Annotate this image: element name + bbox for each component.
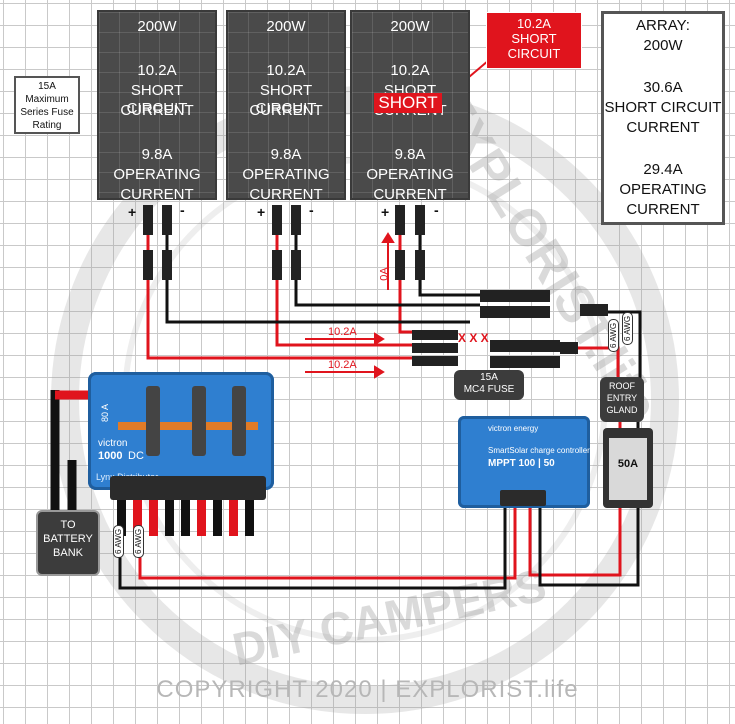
panel-op-label: OPERATING xyxy=(242,166,330,183)
panel-sc-label: SHORT CIRCUIT xyxy=(126,82,188,117)
controller-battery-negative xyxy=(118,508,507,590)
panel-op-label: CURRENT xyxy=(120,186,194,203)
panel-sc-label: CURRENT xyxy=(249,102,323,119)
panel-wattage: 200W xyxy=(390,18,430,35)
short-circuit-callout: 10.2A SHORT CIRCUIT xyxy=(486,12,582,69)
distributor-rating: 1000 xyxy=(98,450,123,462)
panel-op-label: OPERATING xyxy=(366,166,454,183)
panel2-negative-wire xyxy=(294,210,480,307)
panel-op-label: OPERATING xyxy=(113,166,201,183)
panel-op-label: CURRENT xyxy=(373,186,447,203)
note-line: Series Fuse xyxy=(20,107,74,118)
fuse-holder xyxy=(232,386,246,456)
note-line: Rating xyxy=(32,120,62,131)
wire-size-battery-negative: 6 AWG xyxy=(113,524,124,558)
panel-op-value: 9.8A xyxy=(394,146,426,163)
controller-line: SmartSolar charge controller xyxy=(488,446,590,455)
wire-size-pv-positive: 6 AWG xyxy=(608,318,619,352)
array-sc-value: 30.6A xyxy=(643,79,683,96)
mc4-fuse-name: MC4 FUSE xyxy=(463,384,515,395)
controller-battery-positive xyxy=(138,508,517,580)
panel-sc-value: 10.2A xyxy=(390,62,430,79)
solar-panel-1: 200W 10.2A SHORT CIRCUIT CURRENT 9.8A OP… xyxy=(97,10,217,203)
fuse-rating-note: 15A Maximum Series Fuse Rating xyxy=(14,76,80,134)
gland-line: GLAND xyxy=(606,405,638,415)
wire-size-battery-positive: 6 AWG xyxy=(133,524,144,558)
panel-sc-value: 10.2A xyxy=(266,62,306,79)
lynx-distributor: victron 1000 DC 80 A Lynx Distributor xyxy=(88,372,274,490)
flow-label-upper: 10.2A xyxy=(328,326,357,338)
panel-wattage: 200W xyxy=(266,18,306,35)
distributor-fuse: 80 A xyxy=(100,403,111,423)
panel3-negative-wire xyxy=(418,210,500,297)
array-op-label: CURRENT xyxy=(626,201,700,218)
array-sc-label: CURRENT xyxy=(626,119,700,136)
distributor-rail xyxy=(118,422,258,430)
panel2-minus: - xyxy=(309,202,314,218)
distributor-unit: DC xyxy=(128,450,144,462)
battery-line: TO xyxy=(60,519,76,531)
breaker-rating: 50A xyxy=(617,458,639,470)
panel1-plus: + xyxy=(128,204,137,220)
mc4-fuse-rating: 15A xyxy=(480,372,498,383)
panel-wattage: 200W xyxy=(137,18,177,35)
panel-sc-value: 10.2A xyxy=(137,62,177,79)
flow-label-lower: 10.2A xyxy=(328,359,357,371)
note-line: Maximum xyxy=(25,94,69,105)
array-watts: 200W xyxy=(643,37,683,54)
copyright-footer: COPYRIGHT 2020 | EXPLORIST.life xyxy=(156,676,579,703)
battery-bank-box: TO BATTERY BANK xyxy=(36,510,100,576)
gland-line: ROOF xyxy=(609,381,635,391)
distributor-brand: victron xyxy=(98,438,128,449)
battery-line: BATTERY xyxy=(43,533,93,545)
panel-op-label: CURRENT xyxy=(249,186,323,203)
controller-brand: victron energy xyxy=(488,424,539,433)
array-summary: ARRAY: 200W 30.6A SHORT CIRCUIT CURRENT … xyxy=(601,11,725,225)
panel-op-value: 9.8A xyxy=(270,146,302,163)
fuse-holder xyxy=(146,386,160,456)
array-sc-label: SHORT CIRCUIT xyxy=(604,99,722,116)
panel1-negative-wire xyxy=(165,210,470,324)
panel3-plus: + xyxy=(381,204,390,220)
panel2-plus: + xyxy=(257,204,266,220)
note-line: 15A xyxy=(38,81,56,92)
panel3-minus: - xyxy=(434,202,439,218)
callout-value: 10.2A xyxy=(517,16,551,31)
callout-line: CIRCUIT xyxy=(507,46,561,61)
flow-label-zero: 0A xyxy=(378,267,391,281)
gland-line: ENTRY xyxy=(606,393,638,403)
dc-breaker[interactable]: 50A xyxy=(603,428,653,508)
array-op-value: 29.4A xyxy=(643,161,683,178)
array-op-label: OPERATING xyxy=(619,181,707,198)
breaker-to-controller-negative xyxy=(538,505,640,587)
combined-positive-wire xyxy=(575,346,620,380)
wire-size-pv-negative: 6 AWG xyxy=(622,311,633,345)
panel-op-value: 9.8A xyxy=(141,146,173,163)
blown-fuse-marks: X X X xyxy=(458,331,489,345)
controller-terminals xyxy=(500,490,546,506)
roof-entry-gland: ROOF ENTRY GLAND xyxy=(600,377,644,422)
array-title: ARRAY: xyxy=(636,17,690,34)
solar-panel-2: 200W 10.2A SHORT CIRCUIT CURRENT 9.8A OP… xyxy=(226,10,346,203)
short-badge: SHORT xyxy=(374,93,442,113)
fuse-holder xyxy=(192,386,206,456)
mc4-fuse-label: 15A MC4 FUSE xyxy=(454,370,524,400)
panel-sc-label: SHORT CIRCUIT xyxy=(255,82,317,117)
breaker-body xyxy=(609,438,647,500)
controller-model: MPPT 100 | 50 xyxy=(488,458,555,469)
battery-line: BANK xyxy=(53,547,83,559)
callout-line: SHORT xyxy=(511,31,557,46)
panel1-minus: - xyxy=(180,202,185,218)
breaker-to-controller-positive xyxy=(528,505,622,577)
busbar-studs xyxy=(110,476,266,500)
panel-sc-label: CURRENT xyxy=(120,102,194,119)
mppt-controller: victron energy SmartSolar charge control… xyxy=(458,416,590,508)
